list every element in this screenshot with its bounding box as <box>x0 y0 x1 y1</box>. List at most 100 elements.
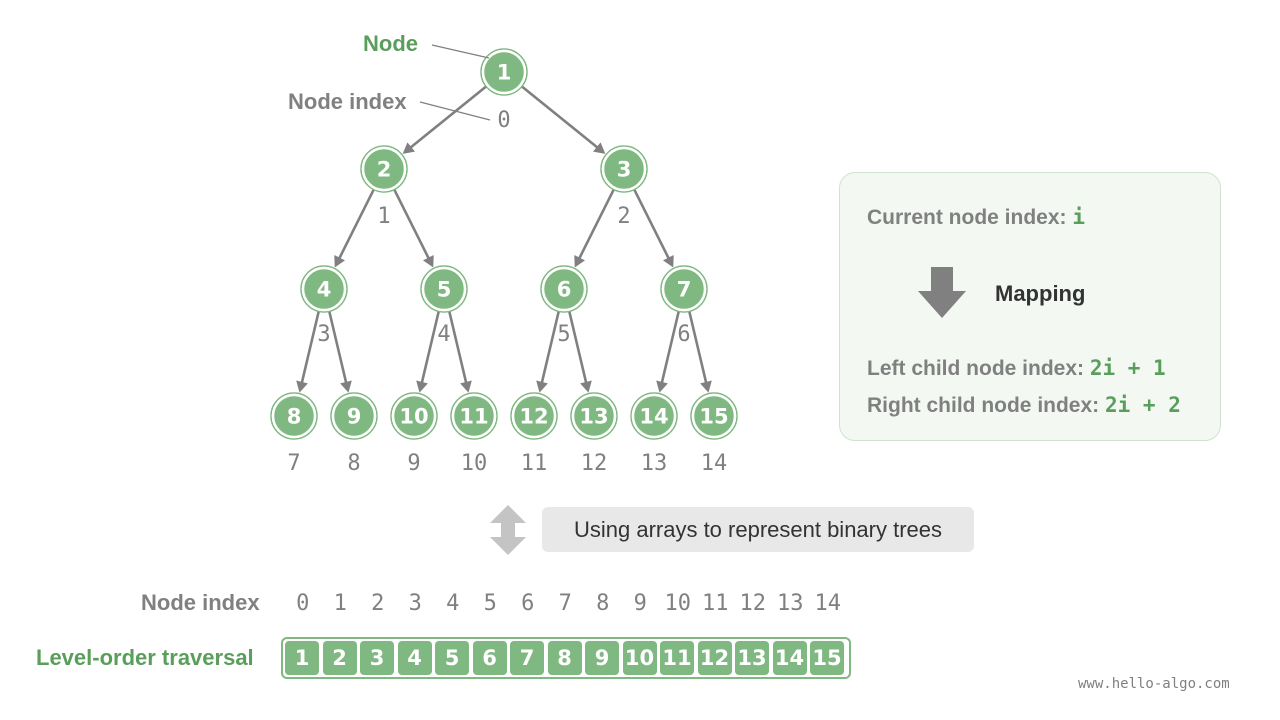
array-cell: 9 <box>585 641 619 675</box>
array-cell: 12 <box>697 641 732 675</box>
array-index: 8 <box>596 591 610 616</box>
array-cell: 8 <box>547 641 582 675</box>
tree-node: 32 <box>600 145 648 229</box>
tree-node-value: 11 <box>459 405 488 429</box>
tree-node: 98 <box>330 392 378 476</box>
down-arrow-icon <box>918 267 966 318</box>
current-index-line: Current node index: i <box>867 205 1085 230</box>
tree-node-index: 0 <box>497 108 510 133</box>
tree-node: 13 12 <box>570 392 618 476</box>
tree-node: 54 <box>420 265 468 347</box>
tree-node-value: 6 <box>557 278 572 302</box>
tree-node: 76 <box>660 265 708 347</box>
array-cell: 4 <box>397 641 432 675</box>
array-index: 5 <box>483 591 497 616</box>
tree-node-index: 8 <box>347 451 360 476</box>
array-cell: 6 <box>472 641 507 675</box>
tree-edge <box>328 311 352 393</box>
tree-edge <box>656 311 680 393</box>
tree-node-index: 14 <box>701 451 728 476</box>
tree-node-index: 4 <box>437 322 450 347</box>
right-child-expr: 2i + 2 <box>1105 393 1181 417</box>
array-cell: 7 <box>510 641 544 675</box>
tree-node-value: 2 <box>377 158 392 182</box>
tree-edge <box>334 188 375 268</box>
up-down-arrow-icon <box>490 505 526 555</box>
tree-edge <box>393 188 434 268</box>
array-index: 2 <box>371 591 385 616</box>
tree-node: 21 <box>360 145 408 229</box>
tree-node-index: 12 <box>581 451 608 476</box>
level-order-traversal-label: Level-order traversal <box>36 645 254 670</box>
tree-node-value: 8 <box>287 405 302 429</box>
tree-node-index: 1 <box>377 204 390 229</box>
tree-node: 12 11 <box>510 392 558 476</box>
node-index-annotation-label: Node index <box>288 89 407 114</box>
tree-edge <box>296 311 320 393</box>
array-index: 13 <box>777 591 804 616</box>
index-mapping-panel: Current node index: i Mapping Left child… <box>839 172 1221 441</box>
array-cell: 13 <box>735 641 769 675</box>
array-index: 0 <box>296 591 310 616</box>
array-index: 14 <box>814 591 842 616</box>
tree-node-value: 15 <box>699 405 728 429</box>
tree-node: 10 <box>480 48 528 133</box>
left-child-line: Left child node index: 2i + 1 <box>867 356 1166 381</box>
array-cell: 14 <box>772 641 807 675</box>
left-child-expr: 2i + 1 <box>1089 356 1166 380</box>
array-index: 3 <box>408 591 422 616</box>
tree-edge <box>574 188 615 268</box>
tree-node-value: 10 <box>399 405 428 429</box>
tree-node-index: 7 <box>287 451 300 476</box>
tree-node-value: 5 <box>437 278 452 302</box>
left-child-label: Left child node index: <box>867 357 1090 380</box>
tree-node-value: 12 <box>519 405 548 429</box>
watermark: www.hello-algo.com <box>1078 676 1230 692</box>
tree-edge <box>521 85 606 154</box>
array-index: 4 <box>446 591 460 616</box>
array-index: 1 <box>333 591 347 616</box>
tree-node-index: 3 <box>317 322 330 347</box>
tree-node-index: 11 <box>521 451 548 476</box>
current-index-label: Current node index: <box>867 206 1073 229</box>
right-child-line: Right child node index: 2i + 2 <box>867 393 1181 418</box>
tree-edge <box>688 311 712 393</box>
array-cell: 2 <box>322 641 357 675</box>
array-index-row-label: Node index <box>141 590 260 615</box>
tree-node: 87 <box>270 392 318 476</box>
tree-node-value: 1 <box>497 61 512 85</box>
array-index: 9 <box>633 591 647 616</box>
array-index: 11 <box>702 591 729 616</box>
tree-edge <box>402 85 487 154</box>
tree-node-value: 3 <box>617 158 632 182</box>
tree-node-index: 10 <box>461 451 488 476</box>
current-index-expr: i <box>1072 205 1086 229</box>
tree-node-value: 4 <box>317 278 332 302</box>
array-cell: 1 <box>285 641 319 675</box>
tree-edges <box>296 85 712 393</box>
array-representation-caption: Using arrays to represent binary trees <box>542 507 974 552</box>
tree-node-value: 13 <box>579 405 608 429</box>
array-index: 6 <box>521 591 535 616</box>
array-cell: 3 <box>360 641 394 675</box>
tree-node-index: 9 <box>407 451 420 476</box>
tree-node-index: 2 <box>617 204 630 229</box>
tree-node-value: 9 <box>347 405 362 429</box>
tree-node: 11 10 <box>450 392 498 476</box>
tree-edge <box>568 311 592 393</box>
tree-nodes: 1021324354657687981091110121113121413151… <box>270 48 738 476</box>
array-cell: 11 <box>660 641 694 675</box>
tree-edge <box>536 311 560 393</box>
tree-node-value: 7 <box>677 278 692 302</box>
tree-node-index: 5 <box>557 322 570 347</box>
right-child-label: Right child node index: <box>867 394 1105 417</box>
tree-node: 43 <box>300 265 348 347</box>
tree-node: 65 <box>540 265 588 347</box>
array-cell: 10 <box>622 641 657 675</box>
array-index: 7 <box>558 591 572 616</box>
index-leader-line <box>419 101 491 121</box>
